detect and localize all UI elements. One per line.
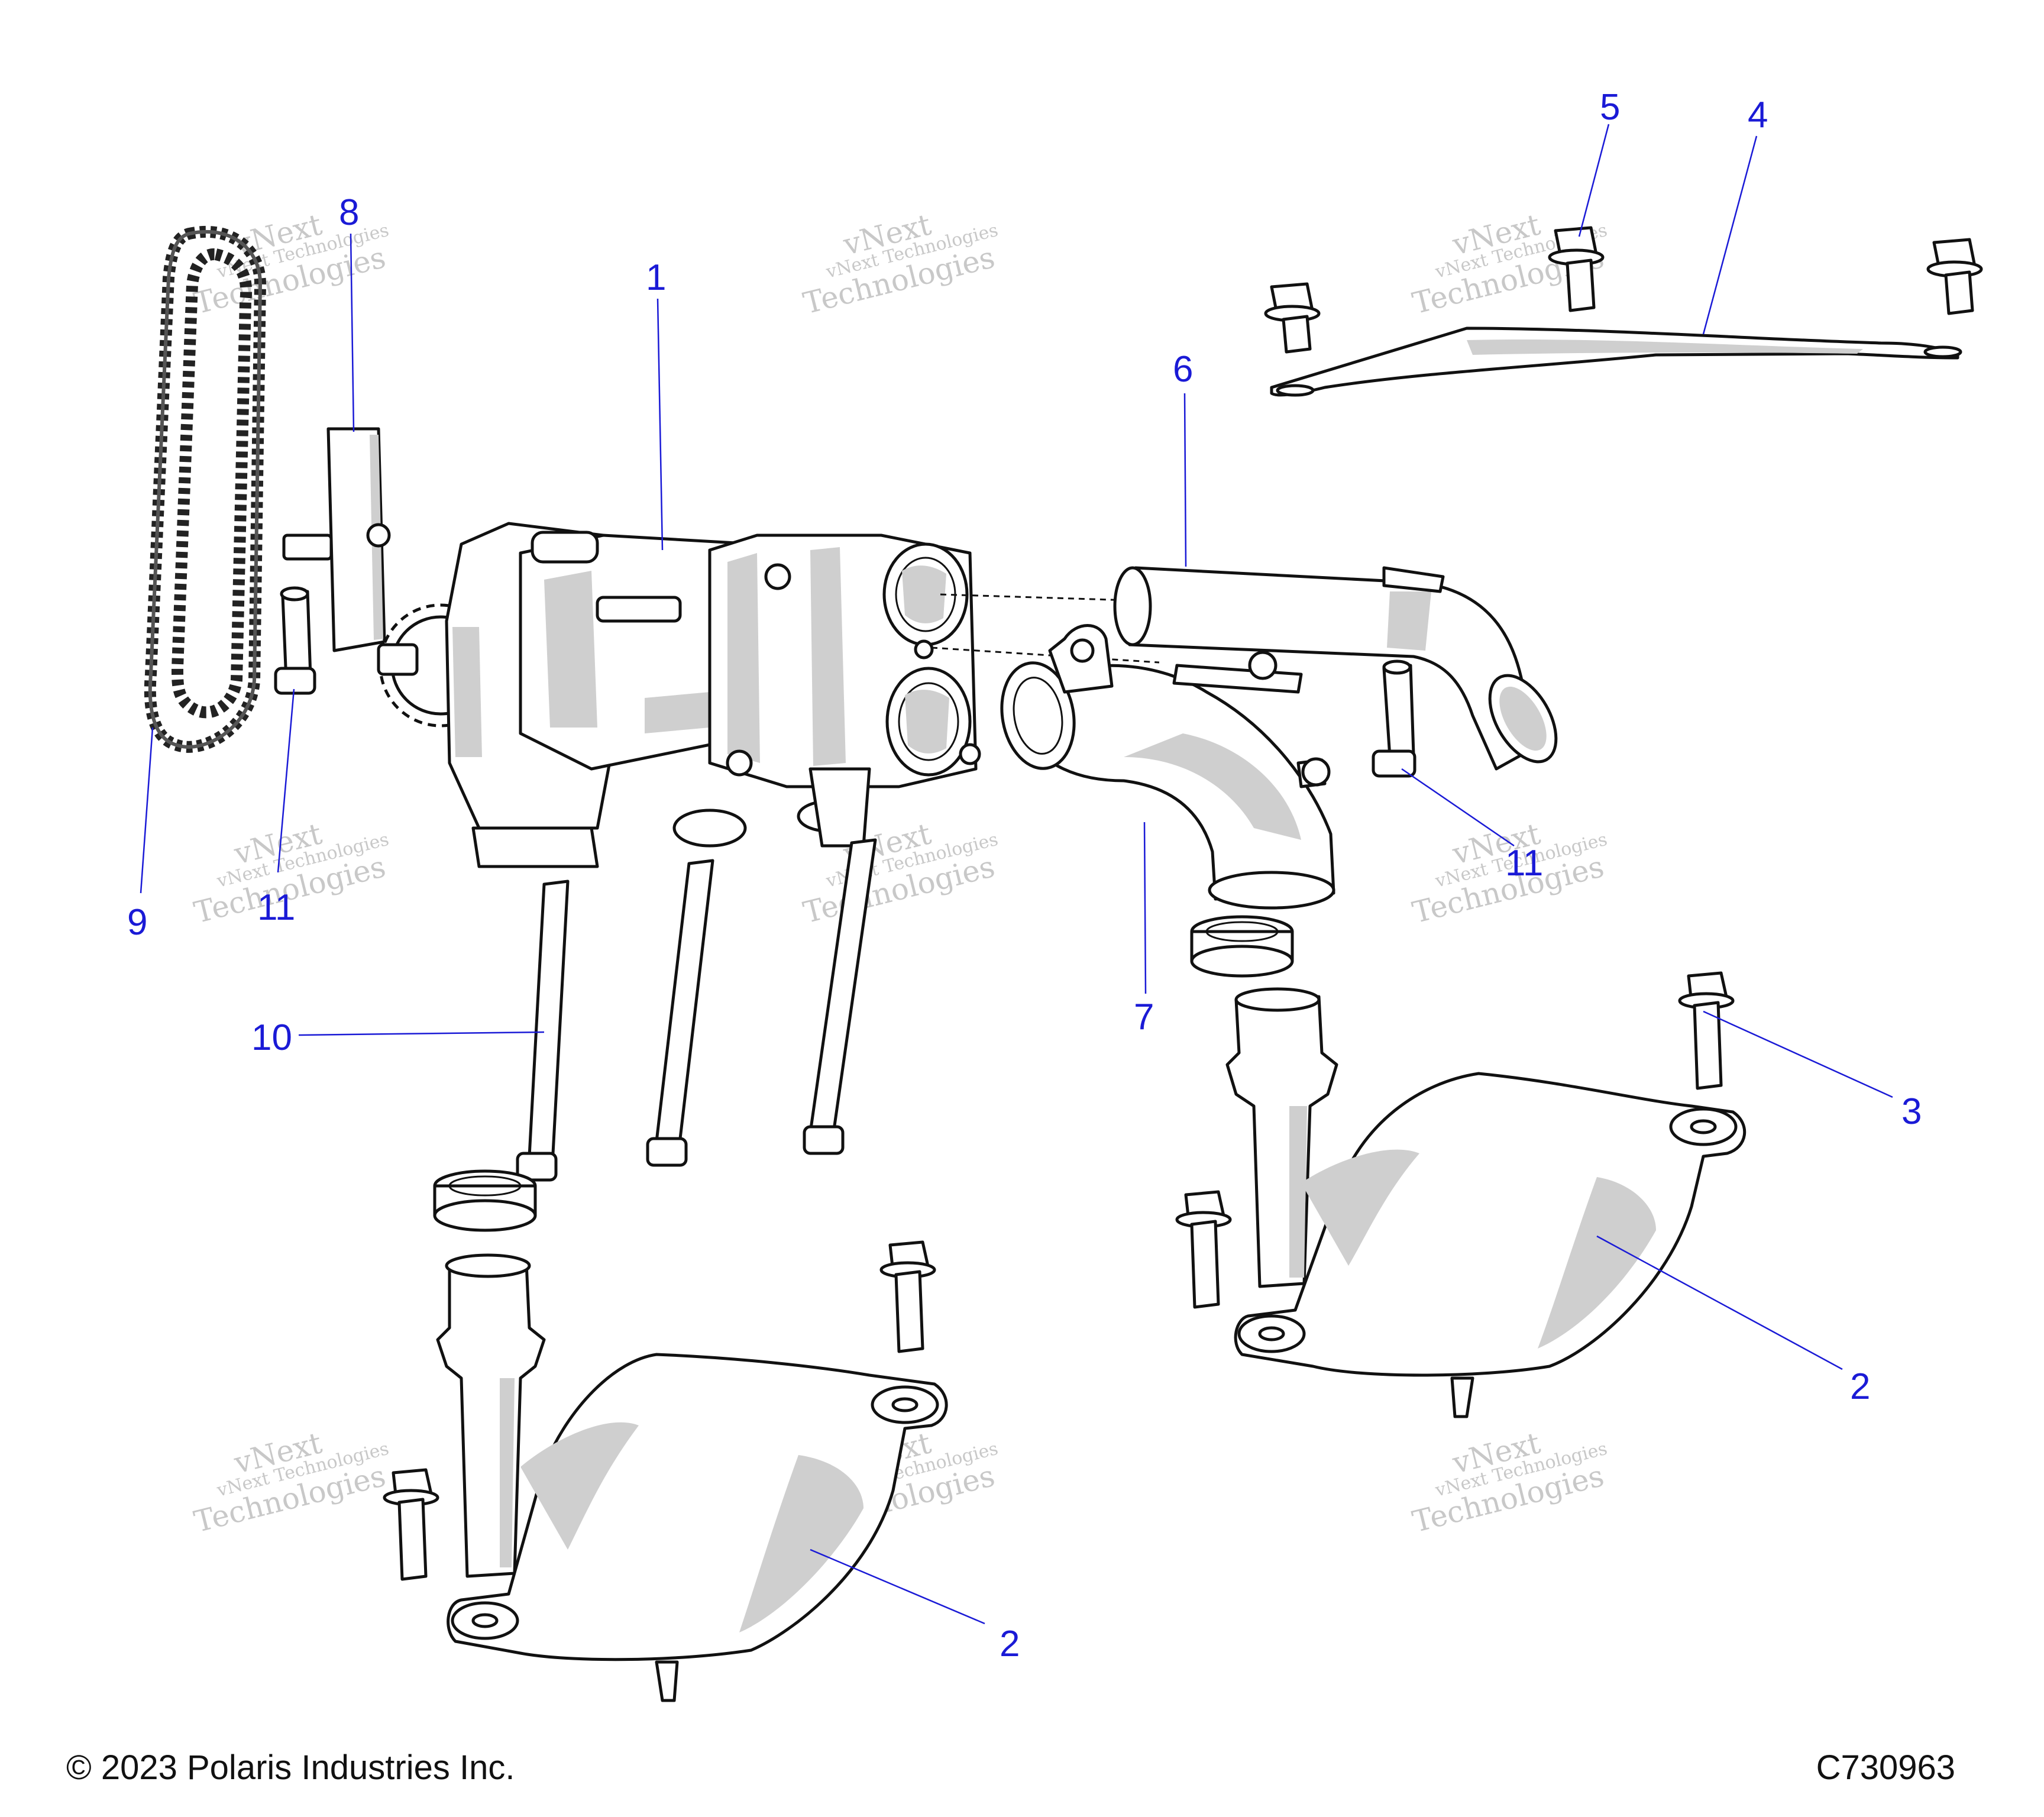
leader-6 — [1183, 393, 1187, 567]
leader-5 — [1578, 124, 1610, 237]
oil-pickup-elbow — [1000, 624, 1335, 910]
leader-1 — [656, 298, 664, 551]
timing-chain — [144, 225, 267, 753]
callout-8: 8 — [339, 192, 359, 233]
callout-7: 7 — [1134, 997, 1154, 1037]
dowel-pin-right — [1372, 659, 1416, 778]
leader-11-right — [1401, 768, 1515, 847]
leader-4 — [1702, 135, 1758, 335]
leader-2-right — [1596, 1235, 1843, 1370]
callout-1: 1 — [646, 257, 666, 298]
leader-7 — [1143, 822, 1147, 994]
tie-bolt-3 — [803, 838, 877, 1155]
bracket-bolt-1 — [1264, 282, 1321, 354]
leader-3 — [1703, 1010, 1893, 1098]
callout-11-left: 11 — [257, 887, 295, 928]
strainer-bolt-right-2 — [1175, 1190, 1232, 1309]
seal-ring-right — [1190, 915, 1294, 978]
tie-bolt-2 — [646, 859, 714, 1167]
callout-10: 10 — [251, 1017, 292, 1058]
oil-strainer-right — [1225, 987, 1747, 1418]
leader-9 — [140, 727, 154, 894]
leader-2-left — [810, 1548, 985, 1625]
mounting-bracket — [1270, 326, 1962, 397]
callout-4: 4 — [1748, 95, 1768, 135]
strainer-bolt-left-1 — [879, 1240, 936, 1353]
oil-tube — [1113, 566, 1558, 771]
watermark: vNext Technologies vNext Technologies — [190, 1425, 391, 1539]
bracket-bolt-3 — [1926, 238, 1983, 315]
dowel-pin-left — [274, 586, 316, 695]
chain-guide — [282, 427, 391, 652]
callout-11-right: 11 — [1505, 843, 1543, 884]
callout-2-right: 2 — [1850, 1366, 1870, 1407]
oil-pump-assembly — [377, 522, 981, 868]
drawing-number: C730963 — [1816, 1748, 1955, 1787]
seal-ring-left — [433, 1169, 537, 1232]
callout-5: 5 — [1600, 87, 1620, 128]
oil-strainer-left — [436, 1253, 948, 1702]
leader-11-left — [277, 688, 295, 873]
strainer-bolt-left-2 — [383, 1468, 439, 1581]
callout-3: 3 — [1901, 1091, 1922, 1132]
copyright-notice: © 2023 Polaris Industries Inc. — [66, 1748, 515, 1787]
callout-2-left: 2 — [1000, 1624, 1020, 1664]
tie-bolt-1 — [516, 880, 570, 1182]
leader-10 — [298, 1031, 545, 1036]
leader-lines — [140, 124, 1893, 1625]
watermark: vNext Technologies vNext Technologies — [800, 207, 1000, 321]
strainer-bolt-right-1 — [1678, 971, 1735, 1090]
callout-6: 6 — [1173, 349, 1193, 390]
callout-9: 9 — [127, 902, 147, 943]
leader-8 — [350, 233, 355, 432]
watermark: vNext Technologies vNext Technologies — [1409, 1425, 1609, 1539]
bracket-bolt-2 — [1548, 226, 1605, 312]
callout-labels: 1 2 2 3 4 5 6 7 8 9 10 11 11 — [127, 87, 1922, 1664]
